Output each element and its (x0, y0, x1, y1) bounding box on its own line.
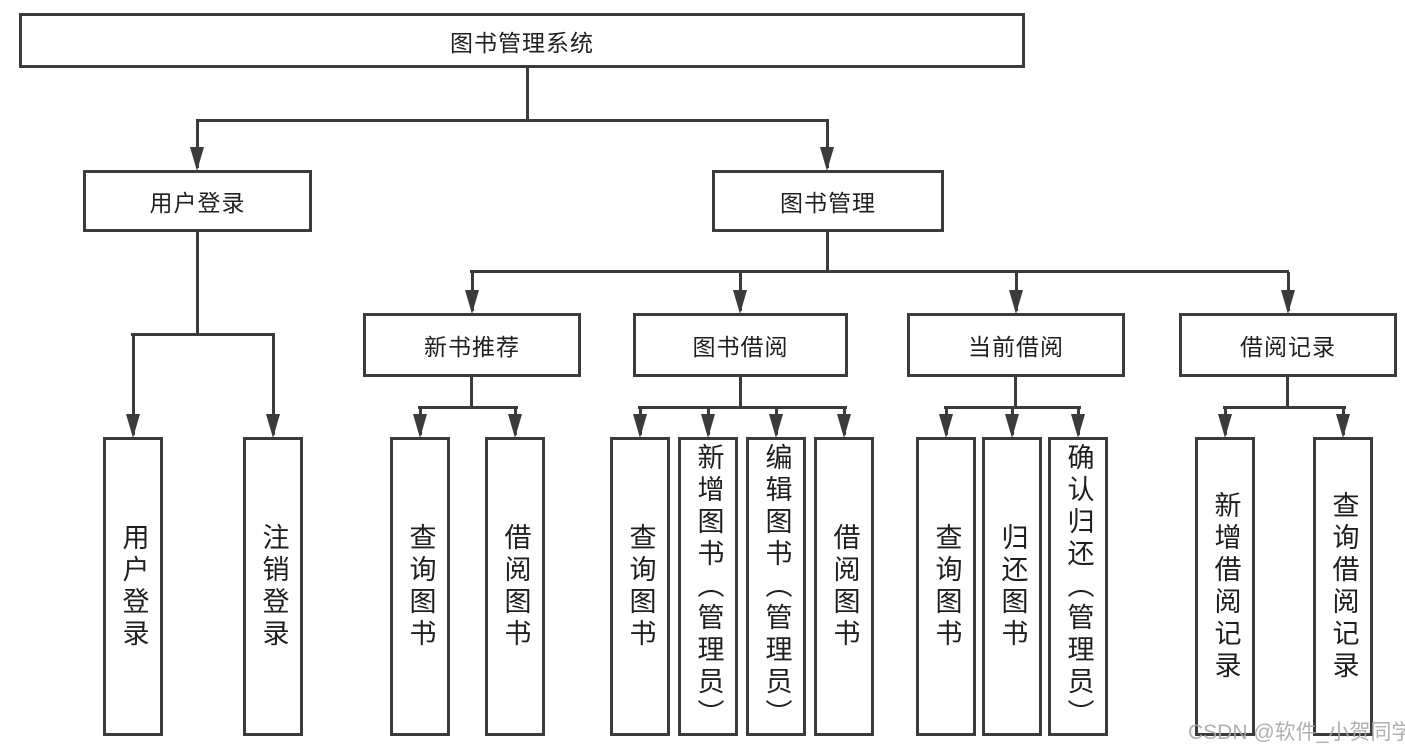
leaf-add-borrow-record-label: 新增借阅记录 (1210, 490, 1241, 683)
arrow-to-user-login (190, 121, 205, 171)
leaf-borrow-books-2: 借阅图书 (814, 437, 874, 736)
arrow-to-leaf-borrow-books-1 (508, 408, 523, 438)
arrow-to-leaf-logout (266, 335, 281, 438)
arrow-to-leaf-borrow-books-2 (837, 408, 852, 438)
bar-user-login-children (131, 333, 275, 336)
bar-new-book-recommend-children (418, 406, 518, 409)
stem-user-login (196, 232, 199, 335)
arrow-to-leaf-edit-book (769, 408, 784, 438)
node-book-borrowing-label: 图书借阅 (692, 334, 789, 360)
leaf-query-books-3: 查询图书 (916, 437, 976, 736)
leaf-query-books-3-label: 查询图书 (931, 522, 962, 651)
arrow-to-leaf-confirm-return (1071, 408, 1086, 438)
arrow-to-book-borrowing (733, 272, 748, 314)
bar-book-borrowing-children (638, 406, 847, 409)
arrow-to-borrowing-records (1281, 272, 1296, 314)
leaf-return-book-label: 归还图书 (997, 522, 1028, 651)
leaf-add-book-admin-label: 新增图书（管理员） (693, 442, 724, 731)
leaf-borrow-books-1-label: 借阅图书 (500, 522, 531, 651)
leaf-borrow-books-1: 借阅图书 (485, 437, 545, 736)
stem-book-borrowing (739, 377, 742, 408)
leaf-confirm-return-admin: 确认归还（管理员） (1048, 437, 1108, 736)
node-user-login-label: 用户登录 (149, 190, 246, 216)
arrow-to-leaf-add-borrow-record (1218, 408, 1233, 438)
stem-root (526, 68, 529, 121)
node-current-borrowing: 当前借阅 (907, 313, 1125, 377)
node-new-book-recommend-label: 新书推荐 (424, 334, 520, 360)
arrow-to-leaf-return-book (1005, 408, 1020, 438)
stem-new-book-recommend (470, 377, 473, 408)
node-root-label: 图书管理系统 (450, 29, 594, 56)
leaf-logout: 注销登录 (243, 437, 303, 736)
leaf-edit-book-admin: 编辑图书（管理员） (746, 437, 806, 736)
node-current-borrowing-label: 当前借阅 (968, 334, 1064, 360)
bar-book-management-children (470, 270, 1289, 273)
watermark: CSDN @软件_小贺同学 (1188, 721, 1405, 744)
arrow-to-leaf-query-books-2 (633, 408, 648, 438)
stem-current-borrowing (1014, 377, 1017, 408)
stem-borrowing-records (1286, 377, 1289, 408)
leaf-confirm-return-admin-label: 确认归还（管理员） (1063, 442, 1094, 731)
leaf-logout-label: 注销登录 (258, 522, 289, 651)
leaf-query-borrow-record-label: 查询借阅记录 (1328, 490, 1359, 683)
leaf-edit-book-admin-label: 编辑图书（管理员） (761, 442, 792, 731)
arrow-to-book-management (820, 121, 835, 171)
leaf-user-login: 用户登录 (103, 437, 163, 736)
leaf-return-book: 归还图书 (982, 437, 1042, 736)
node-borrowing-records-label: 借阅记录 (1240, 334, 1336, 360)
node-root: 图书管理系统 (19, 13, 1025, 68)
leaf-borrow-books-2-label: 借阅图书 (829, 522, 860, 651)
node-user-login: 用户登录 (83, 170, 312, 232)
node-book-management-label: 图书管理 (780, 190, 876, 216)
leaf-query-books-1: 查询图书 (390, 437, 450, 736)
node-borrowing-records: 借阅记录 (1179, 313, 1397, 377)
leaf-user-login-label: 用户登录 (118, 522, 149, 651)
node-new-book-recommend: 新书推荐 (363, 313, 581, 377)
bar-borrowing-records-children (1223, 406, 1346, 409)
leaf-query-books-1-label: 查询图书 (405, 522, 436, 651)
node-book-borrowing: 图书借阅 (633, 313, 848, 377)
leaf-query-books-2: 查询图书 (610, 437, 670, 736)
bar-current-borrowing-children (944, 406, 1081, 409)
leaf-add-book-admin: 新增图书（管理员） (678, 437, 738, 736)
arrow-to-leaf-user-login (126, 335, 141, 438)
arrow-to-leaf-query-books-3 (939, 408, 954, 438)
stem-book-management (826, 232, 829, 272)
leaf-query-borrow-record: 查询借阅记录 (1313, 437, 1373, 736)
arrow-to-leaf-query-borrow-record (1336, 408, 1351, 438)
arrow-to-current-borrowing (1009, 272, 1024, 314)
leaf-query-books-2-label: 查询图书 (625, 522, 656, 651)
leaf-add-borrow-record: 新增借阅记录 (1195, 437, 1255, 736)
bar-root-children (196, 119, 829, 122)
arrow-to-new-book-recommend (465, 272, 480, 314)
arrow-to-leaf-query-books-1 (413, 408, 428, 438)
arrow-to-leaf-add-book (701, 408, 716, 438)
node-book-management: 图书管理 (712, 170, 944, 232)
